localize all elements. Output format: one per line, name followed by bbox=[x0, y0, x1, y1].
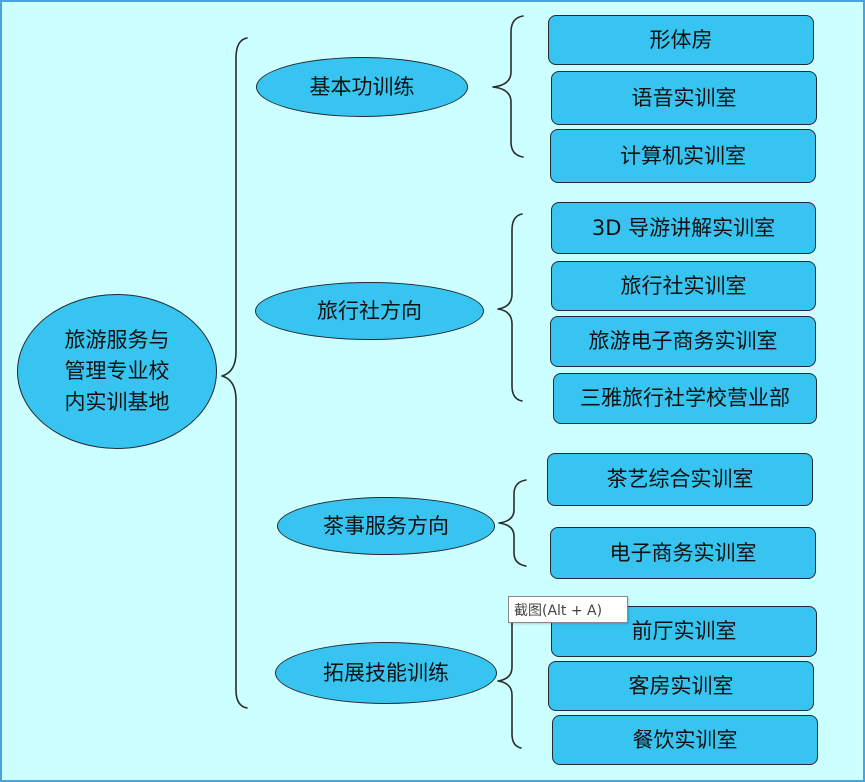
leaf-node-travel-agency-lab: 旅行社实训室 bbox=[551, 261, 816, 311]
node-label: 茶事服务方向 bbox=[323, 513, 449, 538]
node-label: 茶艺综合实训室 bbox=[606, 467, 754, 491]
brace-tea-service bbox=[498, 479, 527, 567]
node-label: 旅行社实训室 bbox=[620, 273, 747, 298]
leaf-node-tourism-ecommerce-lab: 旅游电子商务实训室 bbox=[550, 316, 816, 367]
node-label: 旅行社方向 bbox=[317, 298, 422, 323]
brace-root bbox=[221, 37, 248, 709]
leaf-node-tea-art-lab: 茶艺综合实训室 bbox=[547, 453, 813, 506]
node-label: 客房实训室 bbox=[628, 673, 734, 698]
node-label: 形体房 bbox=[649, 27, 713, 52]
node-label: 语音实训室 bbox=[631, 85, 737, 110]
tooltip-text: 截图(Alt + A) bbox=[514, 602, 603, 619]
node-label: 3D 导游讲解实训室 bbox=[591, 215, 776, 240]
leaf-node-language-lab: 语音实训室 bbox=[551, 71, 817, 125]
leaf-node-3d-tour-guide-lab: 3D 导游讲解实训室 bbox=[551, 202, 816, 254]
root-node: 旅游服务与 管理专业校 内实训基地 bbox=[17, 294, 217, 449]
leaf-node-ecommerce-lab: 电子商务实训室 bbox=[550, 527, 816, 579]
branch-node-extended-skills: 拓展技能训练 bbox=[275, 642, 497, 704]
node-label: 餐饮实训室 bbox=[632, 727, 738, 752]
node-label: 前厅实训室 bbox=[631, 619, 737, 643]
screenshot-tooltip: 截图(Alt + A) bbox=[508, 596, 628, 623]
node-label: 三雅旅行社学校营业部 bbox=[580, 386, 790, 410]
leaf-node-body-training-room: 形体房 bbox=[548, 15, 814, 65]
root-label: 旅游服务与 管理专业校 内实训基地 bbox=[65, 325, 170, 418]
leaf-node-catering-lab: 餐饮实训室 bbox=[552, 715, 818, 765]
node-label: 电子商务实训室 bbox=[609, 540, 757, 565]
leaf-node-computer-lab: 计算机实训室 bbox=[550, 129, 816, 183]
node-label: 旅游电子商务实训室 bbox=[588, 329, 778, 353]
brace-extended-skills bbox=[497, 608, 522, 749]
branch-node-basic-skills: 基本功训练 bbox=[256, 57, 468, 117]
brace-travel-agency bbox=[497, 213, 523, 402]
root-label-line-3: 内实训基地 bbox=[64, 390, 170, 414]
node-label: 计算机实训室 bbox=[620, 143, 746, 168]
branch-node-tea-service: 茶事服务方向 bbox=[277, 497, 495, 555]
root-label-line-1: 旅游服务与 bbox=[64, 328, 170, 352]
node-label: 拓展技能训练 bbox=[323, 660, 449, 685]
root-label-line-2: 管理专业校 bbox=[64, 359, 170, 383]
leaf-node-guest-room-lab: 客房实训室 bbox=[548, 661, 814, 711]
brace-basic-skills bbox=[492, 15, 524, 158]
node-label: 基本功训练 bbox=[309, 74, 415, 99]
branch-node-travel-agency: 旅行社方向 bbox=[255, 282, 484, 340]
leaf-node-sanya-travel-agency-branch: 三雅旅行社学校营业部 bbox=[553, 373, 817, 424]
